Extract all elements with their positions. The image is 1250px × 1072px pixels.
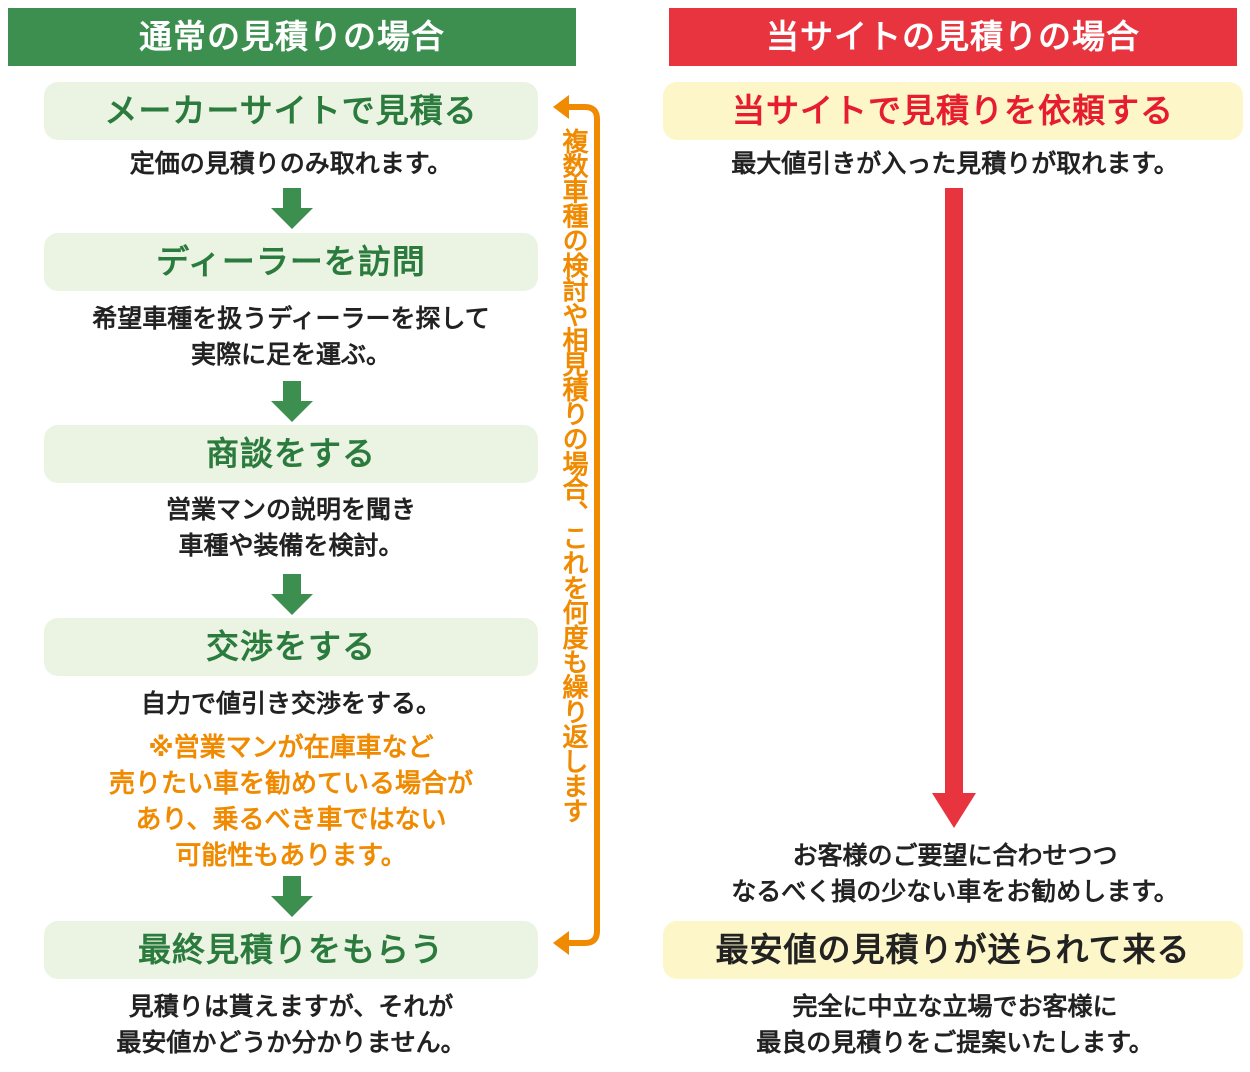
right-step-1-title: 当サイトで見積りを依頼する [663,82,1243,140]
down-arrow-icon [271,574,313,615]
right-step-2-desc: 完全に中立な立場でお客様に 最良の見積りをご提案いたします。 [650,989,1250,1061]
left-step-3-title: 商談をする [44,425,538,483]
desc-line: 営業マンの説明を聞き [165,495,416,524]
left-step-5-desc: 見積りは貰えますが、それが 最安値かどうか分かりません。 [30,989,552,1061]
desc-line: 車種や装備を検討。 [178,531,404,560]
left-step-4-note: ※営業マンが在庫車など 売りたい車を勧めている場合が あり、乗るべき車ではない … [30,730,552,874]
right-step-2-title: 最安値の見積りが送られて来る [663,921,1243,979]
desc-line: 希望車種を扱うディーラーを探して [92,304,490,333]
note-line: 可能性もあります。 [175,841,407,871]
down-arrow-icon [271,188,313,229]
desc-line: 実際に足を運ぶ。 [190,340,391,369]
note-line: ※営業マンが在庫車など [148,733,434,763]
left-step-1-desc: 定価の見積りのみ取れます。 [30,146,552,182]
right-step-2-pre: お客様のご要望に合わせつつ なるべく損の少ない車をお勧めします。 [650,838,1250,910]
desc-line: 完全に中立な立場でお客様に [792,992,1118,1021]
left-step-1-title: メーカーサイトで見積る [44,82,538,140]
note-line: 売りたい車を勧めている場合が [108,769,473,799]
desc-line: 定価の見積りのみ取れます。 [129,149,453,178]
desc-line: なるべく損の少ない車をお勧めします。 [731,877,1179,906]
left-step-4-title: 交渉をする [44,618,538,676]
left-step-5-title: 最終見積りをもらう [44,921,538,979]
right-step-1-desc: 最大値引きが入った見積りが取れます。 [650,146,1250,182]
desc-line: 見積りは貰えますが、それが [128,992,454,1021]
left-step-3-desc: 営業マンの説明を聞き 車種や装備を検討。 [30,492,552,564]
desc-line: 自力で値引き交渉をする。 [140,689,441,718]
left-step-2-desc: 希望車種を扱うディーラーを探して 実際に足を運ぶ。 [30,301,552,373]
left-step-2-title: ディーラーを訪問 [44,233,538,291]
long-down-arrow-icon [932,188,976,828]
note-line: あり、乗るべき車ではない [135,805,447,835]
right-header: 当サイトの見積りの場合 [669,8,1237,66]
down-arrow-icon [271,876,313,917]
loop-bracket-arrow-icon [553,95,600,955]
left-header: 通常の見積りの場合 [8,8,576,66]
loop-vertical-text: 複数車種の検討や相見積りの場合、これを何度も繰り返します [558,128,588,823]
left-step-4-desc: 自力で値引き交渉をする。 [30,686,552,722]
desc-line: 最安値かどうか分かりません。 [116,1028,466,1057]
desc-line: お客様のご要望に合わせつつ [792,841,1118,870]
desc-line: 最大値引きが入った見積りが取れます。 [731,149,1179,178]
desc-line: 最良の見積りをご提案いたします。 [756,1028,1154,1057]
down-arrow-icon [271,381,313,422]
